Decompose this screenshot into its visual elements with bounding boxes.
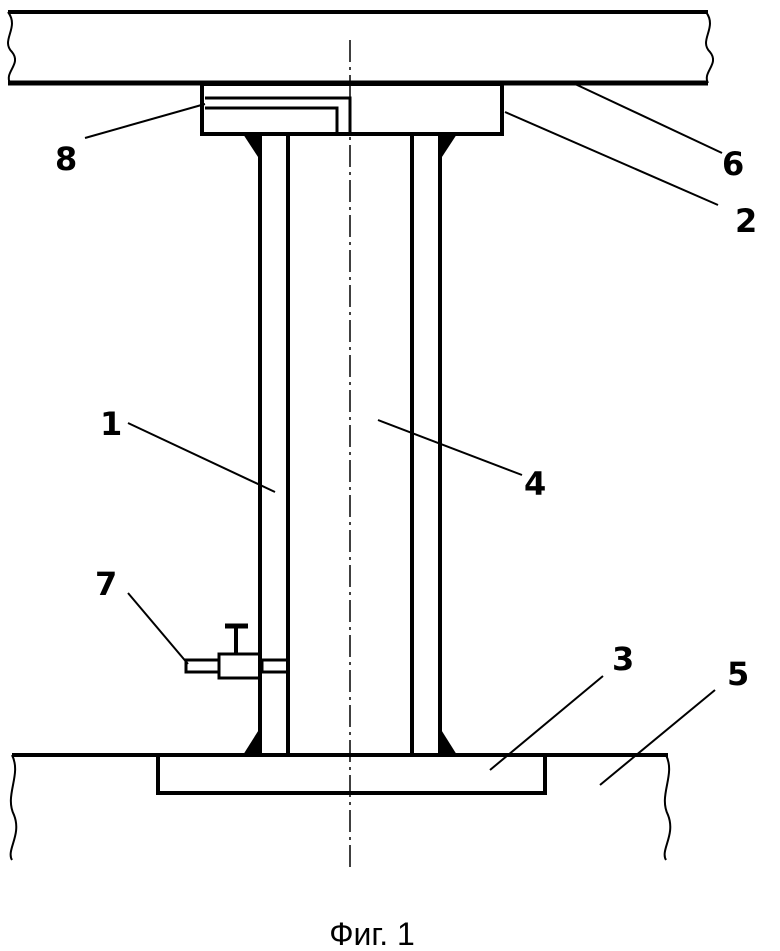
top-plate	[200, 82, 504, 136]
base-plate	[156, 753, 547, 795]
label-7: 7	[95, 565, 117, 603]
ceiling-slab	[7, 10, 715, 86]
label-5: 5	[727, 655, 749, 693]
label-2: 2	[735, 202, 757, 240]
label-8: 8	[55, 140, 77, 178]
floor-slab	[9, 753, 672, 861]
label-4: 4	[524, 465, 546, 503]
valve	[184, 623, 290, 680]
label-6: 6	[722, 145, 744, 183]
inner-column	[286, 134, 414, 755]
weld-fillets	[243, 134, 457, 755]
figure-caption: Фиг. 1	[329, 916, 415, 951]
label-1: 1	[100, 405, 122, 443]
leader-lines	[84, 83, 723, 786]
wedge-element	[205, 96, 352, 132]
label-3: 3	[612, 640, 634, 678]
